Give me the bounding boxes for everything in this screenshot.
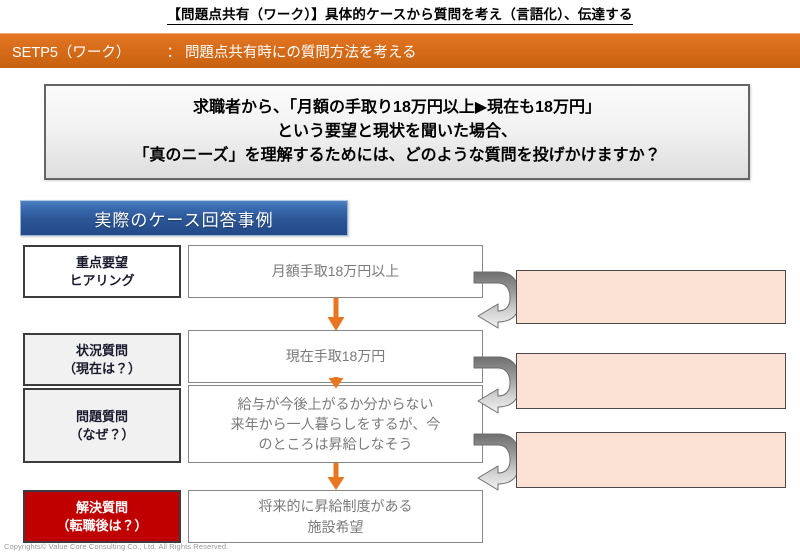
question-type-label-2: 状況質問 （現在は？） (23, 333, 181, 386)
case-content-box-2: 現在手取18万円 (188, 330, 483, 383)
flow-arrow-down-icon-1 (325, 298, 347, 332)
answer-input-box-3[interactable] (516, 432, 786, 488)
case-content-box-3: 給与が今後上がるか分からない 来年から一人暮らしをするが、今 のところは昇給しな… (188, 385, 483, 463)
question-line-3: 「真のニーズ」を理解するためには、どのような質問を投げかけますか？ (133, 147, 661, 164)
case-example-banner: 実際のケース回答事例 (20, 200, 348, 236)
question-line-2: という要望と現状を聞いた場合、 (276, 123, 517, 140)
answer-input-box-2[interactable] (516, 353, 786, 409)
question-type-label-2-line-1: 状況質問 (75, 342, 128, 358)
case-flow-diagram: 重点要望 ヒアリング 状況質問 （現在は？） 問題質問 （なぜ？） 解決質問 （… (0, 240, 800, 543)
step-colon: ： (166, 44, 181, 61)
question-type-label-1: 重点要望 ヒアリング (23, 245, 181, 298)
question-type-label-1-line-2: ヒアリング (69, 272, 135, 288)
case-content-box-4: 将来的に昇給制度がある 施設希望 (188, 490, 483, 543)
question-type-label-3-line-1: 問題質問 (75, 408, 128, 424)
question-type-label-4: 解決質問 （転職後は？） (23, 490, 181, 543)
step-title-label: 問題点共有時にの質問方法を考える (184, 44, 417, 61)
copyright-footer: Copyrights© Value Core Consulting Co., L… (4, 542, 229, 551)
question-type-label-3: 問題質問 （なぜ？） (23, 388, 181, 463)
case-content-3-line-1: 給与が今後上がるか分からない (237, 395, 434, 412)
question-line-1: 求職者から、「月額の手取り18万円以上▶現在も18万円」 (193, 99, 601, 116)
page-title: 【問題点共有（ワーク）】具体的ケースから質問を考え（言語化）、伝達する (167, 3, 633, 25)
case-content-4-line-2: 施設希望 (307, 518, 364, 535)
step-number-label: SETP5（ワーク） (12, 44, 131, 61)
case-content-4-line-1: 将来的に昇給制度がある (258, 498, 413, 515)
step-banner: SETP5（ワーク） ： 問題点共有時にの質問方法を考える (0, 33, 800, 68)
case-content-2-line-1: 現在手取18万円 (285, 348, 386, 365)
question-type-label-4-line-1: 解決質問 (75, 499, 128, 515)
question-type-label-4-line-2: （転職後は？） (56, 517, 148, 533)
case-example-label: 実際のケース回答事例 (94, 210, 274, 230)
slide-header: 【問題点共有（ワーク）】具体的ケースから質問を考え（言語化）、伝達する (0, 0, 800, 28)
case-content-box-1: 月額手取18万円以上 (188, 245, 483, 298)
flow-arrow-down-icon-3 (325, 463, 347, 491)
question-type-label-3-line-2: （なぜ？） (69, 426, 135, 442)
answer-input-box-1[interactable] (516, 270, 786, 324)
question-prompt-box: 求職者から、「月額の手取り18万円以上▶現在も18万円」 という要望と現状を聞い… (44, 84, 750, 180)
question-type-label-1-line-1: 重点要望 (75, 254, 128, 270)
case-content-3-line-3: のところは昇給しなそう (258, 436, 413, 453)
question-type-label-2-line-2: （現在は？） (62, 360, 141, 376)
case-content-3-line-2: 来年から一人暮らしをするが、今 (230, 415, 441, 432)
case-content-1-line-1: 月額手取18万円以上 (271, 263, 400, 280)
